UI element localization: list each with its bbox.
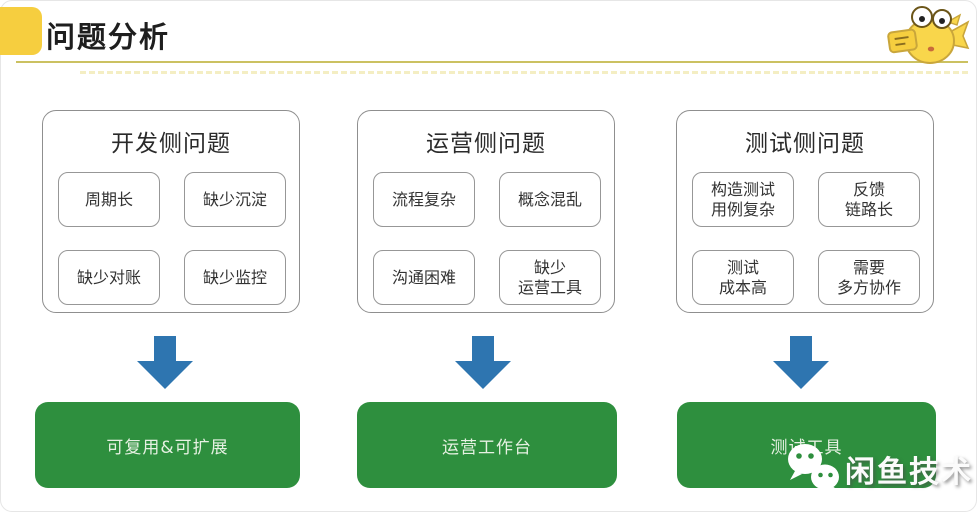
problem-item: 缺少 运营工具	[499, 250, 601, 305]
panel-items-grid: 流程复杂 概念混乱 沟通困难 缺少 运营工具	[373, 172, 601, 305]
xianyu-fish-mascot-icon	[887, 6, 970, 64]
problem-item-label: 成本高	[718, 277, 767, 297]
header-divider-dashed-line	[80, 71, 968, 74]
problem-item-label: 需要	[852, 257, 885, 277]
problem-item: 需要 多方协作	[818, 250, 920, 305]
problem-item-label: 周期长	[84, 189, 133, 209]
problem-item-label: 缺少沉淀	[202, 189, 267, 209]
title-accent-square	[0, 7, 42, 55]
problem-item-label: 缺少对账	[76, 267, 141, 287]
problem-item-label: 概念混乱	[517, 189, 582, 209]
solution-box-ops: 运营工作台	[357, 402, 617, 488]
problem-item: 周期长	[58, 172, 160, 227]
page-title: 问题分析	[46, 20, 171, 54]
down-arrow-icon	[773, 336, 829, 389]
problem-item: 沟通困难	[373, 250, 475, 305]
problem-item-label: 缺少监控	[202, 267, 267, 287]
problem-item-label: 构造测试	[710, 179, 775, 199]
solution-label: 可复用&可扩展	[106, 437, 229, 458]
panel-test-problems: 测试侧问题 构造测试 用例复杂 反馈 链路长 测试 成本高 需要 多方协作	[676, 110, 934, 313]
panel-ops-problems: 运营侧问题 流程复杂 概念混乱 沟通困难 缺少 运营工具	[357, 110, 615, 313]
problem-item: 测试 成本高	[692, 250, 794, 305]
problem-item-label: 运营工具	[517, 277, 582, 297]
problem-item: 缺少对账	[58, 250, 160, 305]
solution-label: 运营工作台	[442, 437, 532, 458]
watermark-brand-text: 闲鱼技术	[845, 455, 973, 490]
panel-title: 测试侧问题	[745, 131, 865, 157]
problem-item: 流程复杂	[373, 172, 475, 227]
watermark: 闲鱼技术	[784, 441, 973, 497]
problem-item: 构造测试 用例复杂	[692, 172, 794, 227]
panel-dev-problems: 开发侧问题 周期长 缺少沉淀 缺少对账 缺少监控	[42, 110, 300, 313]
problem-item: 概念混乱	[499, 172, 601, 227]
panel-title: 运营侧问题	[426, 131, 546, 157]
solution-box-dev: 可复用&可扩展	[35, 402, 300, 488]
down-arrow-icon	[455, 336, 511, 389]
problem-item-label: 沟通困难	[391, 267, 456, 287]
problem-item-label: 测试	[726, 257, 759, 277]
header-divider-line	[16, 61, 968, 63]
problem-item: 反馈 链路长	[818, 172, 920, 227]
problem-item-label: 流程复杂	[391, 189, 456, 209]
problem-item: 缺少沉淀	[184, 172, 286, 227]
problem-item-label: 反馈	[852, 179, 885, 199]
problem-item-label: 链路长	[844, 199, 893, 219]
panel-title: 开发侧问题	[111, 131, 231, 157]
panel-items-grid: 构造测试 用例复杂 反馈 链路长 测试 成本高 需要 多方协作	[692, 172, 920, 305]
problem-item: 缺少监控	[184, 250, 286, 305]
down-arrow-icon	[137, 336, 193, 389]
problem-item-label: 多方协作	[836, 277, 901, 297]
problem-item-label: 缺少	[533, 257, 566, 277]
panel-items-grid: 周期长 缺少沉淀 缺少对账 缺少监控	[58, 172, 286, 305]
problem-item-label: 用例复杂	[710, 199, 775, 219]
wechat-icon	[788, 444, 839, 495]
